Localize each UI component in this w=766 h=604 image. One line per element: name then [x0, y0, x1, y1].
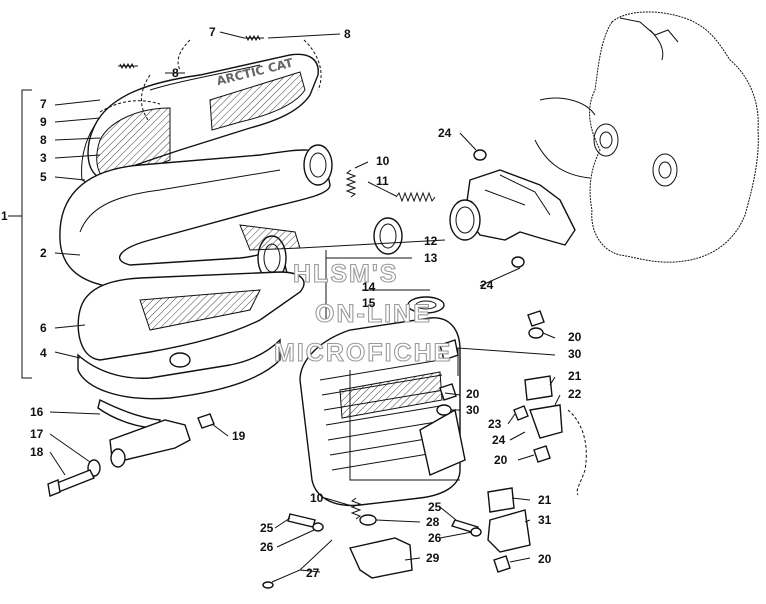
callout-11: 11: [376, 174, 389, 188]
washer-26: [312, 522, 324, 532]
isolator-21-top: [524, 375, 553, 401]
callout-9: 9: [40, 115, 47, 129]
callout-7-left: 7: [40, 97, 47, 111]
nut-20-bottom: [493, 555, 511, 573]
callout-31: 31: [538, 513, 552, 527]
spring-upper: [395, 191, 436, 203]
grommet-lower: [511, 256, 525, 268]
watermark-line-2: ON-LINE: [315, 300, 432, 328]
exhaust-manifold: [449, 149, 576, 268]
callout-28: 28: [426, 515, 440, 529]
watermark: HLSM'S ON-LINE MICROFICHE: [273, 259, 452, 367]
callout-25-right: 25: [428, 500, 442, 514]
callout-8-left: 8: [40, 133, 47, 147]
callout-14: 14: [362, 280, 376, 294]
callout-8-top: 8: [344, 27, 351, 41]
callout-5: 5: [40, 170, 47, 184]
bracket-29: [349, 537, 413, 579]
callout-29: 29: [426, 551, 440, 565]
muffler-canister: [299, 296, 466, 507]
callout-6: 6: [40, 321, 47, 335]
callout-labels: 1 2 3 4 5 6 7 7 8 8 8 9 10 10 11 12 13 1…: [1, 25, 582, 580]
callout-15: 15: [362, 296, 376, 310]
callout-19: 19: [232, 429, 246, 443]
callout-3: 3: [40, 151, 47, 165]
callout-12: 12: [424, 234, 438, 248]
callout-20-mid: 20: [466, 387, 480, 401]
rear-mount-hardware: [436, 310, 587, 573]
bracket-22: [529, 404, 563, 439]
grommet-upper: [473, 149, 487, 161]
watermark-line-1: HLSM'S: [293, 260, 398, 288]
callout-10-upper: 10: [376, 154, 390, 168]
callout-2: 2: [40, 246, 47, 260]
callout-30-top: 30: [568, 347, 582, 361]
callout-20-lower: 20: [494, 453, 508, 467]
bracket-31: [487, 509, 531, 553]
spring-10-lower: [350, 497, 362, 520]
callout-20-bottom: 20: [538, 552, 552, 566]
leader-lines: [8, 31, 561, 573]
callout-16: 16: [30, 405, 44, 419]
callout-27: 27: [306, 566, 320, 580]
spring-vertical: [345, 169, 357, 198]
callout-24-lower: 24: [480, 278, 494, 292]
grommet-15: [407, 296, 445, 314]
callout-17: 17: [30, 427, 44, 441]
callout-21-lower: 21: [538, 493, 552, 507]
engine-outline: [534, 11, 759, 263]
callout-26-right: 26: [428, 531, 442, 545]
bolt-25-left: [287, 513, 316, 528]
callout-4: 4: [40, 346, 47, 360]
nut-20-lower: [533, 445, 551, 463]
front-bracket-assembly: [47, 398, 215, 497]
callout-24-upper: 24: [438, 126, 452, 140]
watermark-line-3: MICROFICHE: [274, 339, 452, 367]
callout-7-top: 7: [209, 25, 216, 39]
callout-21-top: 21: [568, 369, 582, 383]
nut-24: [513, 405, 529, 421]
callout-25-left: 25: [260, 521, 274, 535]
seal-ring: [373, 217, 403, 255]
callout-13: 13: [424, 251, 438, 265]
callout-24-right: 24: [492, 433, 506, 447]
isolator-21-lower: [487, 487, 515, 513]
callout-30-mid: 30: [466, 403, 480, 417]
heat-shield-lower: [77, 271, 305, 400]
callout-8-mid: 8: [172, 66, 179, 80]
nut-20-mid: [439, 383, 457, 401]
nut-19: [197, 413, 215, 429]
callout-23: 23: [488, 417, 502, 431]
callout-20-top: 20: [568, 330, 582, 344]
callout-22: 22: [568, 387, 582, 401]
callout-1: 1: [1, 209, 8, 223]
washer-28: [359, 514, 377, 526]
chain-springs: [99, 34, 322, 121]
callout-10-lower: 10: [310, 491, 324, 505]
strap-16: [97, 398, 161, 429]
nut-20-top: [527, 310, 545, 327]
cable-27: [271, 539, 333, 583]
callout-18: 18: [30, 445, 44, 459]
lower-bracket-assembly: [262, 497, 413, 589]
callout-26-left: 26: [260, 540, 274, 554]
